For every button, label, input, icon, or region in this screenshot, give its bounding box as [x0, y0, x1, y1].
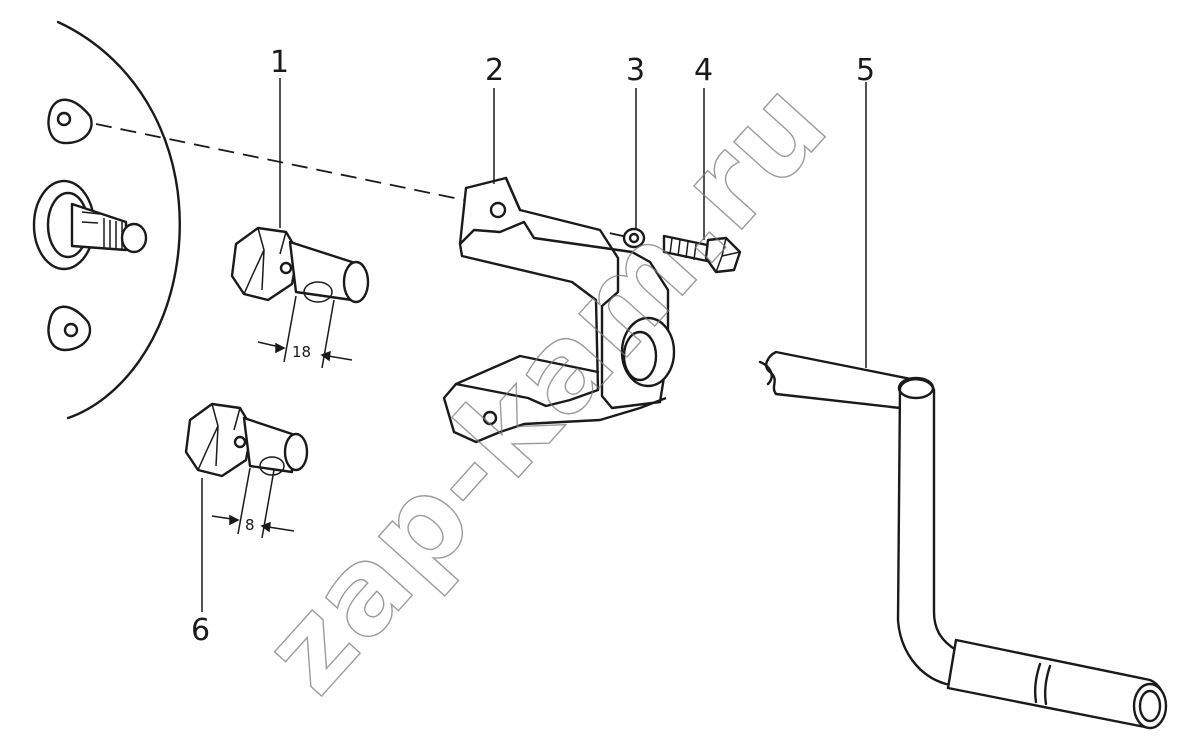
- spring-washer: [622, 227, 646, 249]
- wheel-hub-body: [32, 20, 181, 420]
- dimension-label-8: 8: [245, 516, 255, 534]
- wheel-nut-small: [184, 402, 309, 478]
- callout-1: 1: [270, 45, 289, 80]
- callout-4: 4: [694, 53, 713, 88]
- dimension-8-lines: [211, 467, 295, 539]
- wheel-nut-large: [230, 226, 370, 304]
- callout-6: 6: [191, 613, 210, 648]
- mounting-bracket: [442, 176, 676, 444]
- dimension-label-18: 18: [292, 343, 311, 361]
- callout-2: 2: [485, 53, 504, 88]
- callout-5: 5: [856, 53, 875, 88]
- dimension-18-lines: [257, 295, 353, 369]
- watermark-text: zap-kam.ru: [236, 54, 854, 718]
- hex-bolt: [662, 234, 742, 274]
- leader-lines: [201, 78, 867, 612]
- crank-handle: [758, 350, 1168, 730]
- callout-3: 3: [626, 53, 645, 88]
